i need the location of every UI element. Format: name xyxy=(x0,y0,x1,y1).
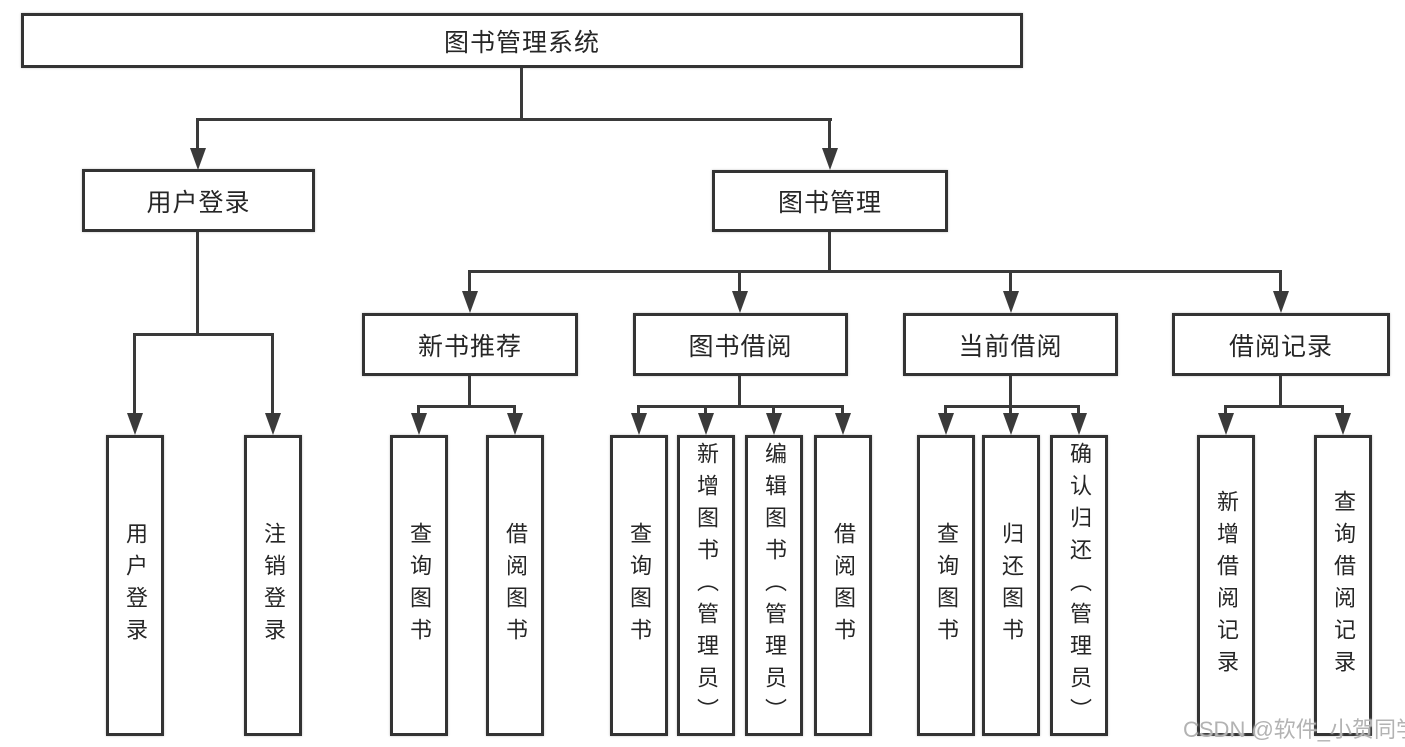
leaf-borrow-books-recommend: 借阅图书 xyxy=(486,435,544,736)
node-root: 图书管理系统 xyxy=(21,13,1023,68)
arrowhead-down-icon xyxy=(1273,291,1289,313)
connector-vline xyxy=(738,270,741,293)
watermark: CSDN @软件_小贺同学 xyxy=(1183,717,1405,742)
arrowhead-down-icon xyxy=(462,291,478,313)
connector-vline xyxy=(1077,405,1080,415)
arrowhead-down-icon xyxy=(507,413,523,435)
leaf-borrow-books-recommend-label: 借阅图书 xyxy=(503,521,528,650)
connector-vline xyxy=(1341,405,1344,415)
connector-vline xyxy=(133,333,136,414)
connector-vline xyxy=(828,118,831,151)
leaf-query-borrow-record-label: 查询借阅记录 xyxy=(1331,489,1356,682)
node-current-borrowing: 当前借阅 xyxy=(903,313,1118,376)
arrowhead-down-icon xyxy=(766,413,782,435)
leaf-edit-book-admin: 编辑图书（管理员） xyxy=(745,435,803,736)
leaf-logout-label: 注销登录 xyxy=(261,521,286,650)
arrowhead-down-icon xyxy=(127,413,143,435)
connector-hline xyxy=(133,333,274,336)
connector-vline xyxy=(704,405,707,415)
leaf-query-borrow-record: 查询借阅记录 xyxy=(1314,435,1372,736)
connector-vline xyxy=(944,405,947,415)
node-root-label: 图书管理系统 xyxy=(443,28,600,57)
connector-vline xyxy=(196,232,199,335)
connector-vline xyxy=(637,405,640,415)
leaf-query-books-recommend-label: 查询图书 xyxy=(407,521,432,650)
connector-hline xyxy=(944,405,1080,408)
node-book-borrowing-label: 图书借阅 xyxy=(688,332,793,361)
leaf-add-book-admin: 新增图书（管理员） xyxy=(677,435,735,736)
connector-hline xyxy=(196,118,832,121)
leaf-edit-book-admin-label: 编辑图书（管理员） xyxy=(762,441,787,730)
connector-vline xyxy=(468,376,471,407)
node-new-book-recommend: 新书推荐 xyxy=(362,313,578,376)
arrowhead-down-icon xyxy=(411,413,427,435)
leaf-query-books-current: 查询图书 xyxy=(917,435,975,736)
node-book-management: 图书管理 xyxy=(712,170,948,232)
connector-vline xyxy=(271,333,274,414)
leaf-confirm-return-admin-label: 确认归还（管理员） xyxy=(1067,441,1092,730)
arrowhead-down-icon xyxy=(822,148,838,170)
arrowhead-down-icon xyxy=(698,413,714,435)
leaf-query-books-recommend: 查询图书 xyxy=(390,435,448,736)
connector-vline xyxy=(468,270,471,293)
leaf-user-login: 用户登录 xyxy=(106,435,164,736)
leaf-add-borrow-record-label: 新增借阅记录 xyxy=(1214,489,1239,682)
arrowhead-down-icon xyxy=(938,413,954,435)
connector-vline xyxy=(841,405,844,415)
connector-vline xyxy=(1009,376,1012,407)
connector-vline xyxy=(513,405,516,415)
leaf-query-books-current-label: 查询图书 xyxy=(934,521,959,650)
connector-vline xyxy=(417,405,420,415)
connector-vline xyxy=(772,405,775,415)
node-user-login: 用户登录 xyxy=(82,169,315,232)
connector-vline xyxy=(196,118,199,151)
leaf-add-book-admin-label: 新增图书（管理员） xyxy=(694,441,719,730)
leaf-query-books-borrowing-label: 查询图书 xyxy=(627,521,652,650)
connector-vline xyxy=(1009,270,1012,293)
arrowhead-down-icon xyxy=(1071,413,1087,435)
arrowhead-down-icon xyxy=(732,291,748,313)
node-book-borrowing: 图书借阅 xyxy=(633,313,848,376)
leaf-return-book-label: 归还图书 xyxy=(999,521,1024,650)
arrowhead-down-icon xyxy=(265,413,281,435)
node-borrowing-records-label: 借阅记录 xyxy=(1228,332,1333,361)
arrowhead-down-icon xyxy=(1335,413,1351,435)
leaf-confirm-return-admin: 确认归还（管理员） xyxy=(1050,435,1108,736)
node-user-login-label: 用户登录 xyxy=(146,188,251,217)
connector-vline xyxy=(1009,405,1012,415)
arrowhead-down-icon xyxy=(1218,413,1234,435)
leaf-return-book: 归还图书 xyxy=(982,435,1040,736)
connector-vline xyxy=(828,232,831,273)
connector-vline xyxy=(1279,270,1282,293)
leaf-user-login-label: 用户登录 xyxy=(123,521,148,650)
leaf-logout: 注销登录 xyxy=(244,435,302,736)
arrowhead-down-icon xyxy=(631,413,647,435)
connector-vline xyxy=(1279,376,1282,407)
connector-hline xyxy=(1224,405,1344,408)
leaf-borrow-books-borrowing: 借阅图书 xyxy=(814,435,872,736)
leaf-query-books-borrowing: 查询图书 xyxy=(610,435,668,736)
node-borrowing-records: 借阅记录 xyxy=(1172,313,1390,376)
connector-hline xyxy=(637,405,844,408)
node-current-borrowing-label: 当前借阅 xyxy=(958,332,1063,361)
node-new-book-recommend-label: 新书推荐 xyxy=(417,332,522,361)
leaf-borrow-books-borrowing-label: 借阅图书 xyxy=(831,521,856,650)
arrowhead-down-icon xyxy=(835,413,851,435)
node-book-management-label: 图书管理 xyxy=(777,189,882,217)
arrowhead-down-icon xyxy=(1003,291,1019,313)
leaf-add-borrow-record: 新增借阅记录 xyxy=(1197,435,1255,736)
connector-hline xyxy=(417,405,516,408)
connector-hline xyxy=(468,270,1282,273)
connector-vline xyxy=(1224,405,1227,415)
arrowhead-down-icon xyxy=(1003,413,1019,435)
connector-vline xyxy=(520,68,523,120)
arrowhead-down-icon xyxy=(190,148,206,170)
connector-vline xyxy=(738,376,741,407)
